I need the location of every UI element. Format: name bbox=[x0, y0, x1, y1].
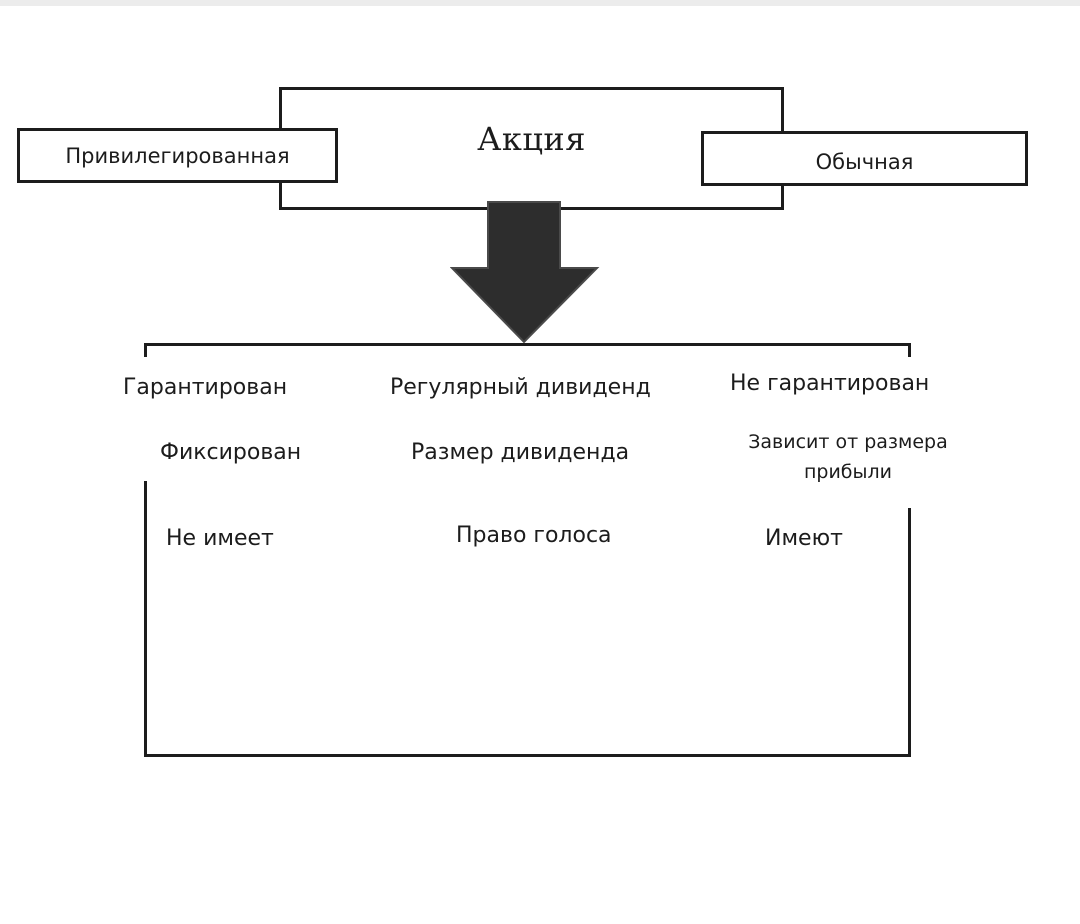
row2-common-value: Зависит от размера прибыли bbox=[738, 427, 958, 488]
row3-common-value: Имеют bbox=[765, 526, 843, 551]
common-share-label: Обычная bbox=[815, 149, 914, 174]
row2-feature-label: Размер дивиденда bbox=[411, 440, 630, 465]
row2-common-line2: прибыли bbox=[803, 461, 893, 484]
frame-right-line bbox=[908, 508, 911, 757]
row2-preferred-value: Фиксирован bbox=[160, 440, 302, 465]
row1-common-value: Не гарантирован bbox=[730, 371, 930, 396]
frame-left-line bbox=[144, 481, 147, 757]
preferred-share-label: Привилегированная bbox=[65, 143, 290, 168]
root-node-box: Акция bbox=[279, 87, 784, 210]
top-shade bbox=[0, 0, 1080, 6]
row1-preferred-value: Гарантирован bbox=[123, 375, 288, 400]
row3-feature-label: Право голоса bbox=[456, 523, 612, 548]
frame-left-tick bbox=[144, 343, 147, 357]
frame-bottom-line bbox=[144, 754, 911, 757]
row3-preferred-value: Не имеет bbox=[166, 526, 274, 551]
frame-right-tick bbox=[908, 343, 911, 357]
row2-common-line1: Зависит от размера bbox=[748, 431, 948, 453]
root-node-label: Акция bbox=[477, 120, 586, 158]
row1-feature-label: Регулярный дивиденд bbox=[390, 375, 651, 400]
common-share-box: Обычная bbox=[701, 131, 1028, 186]
frame-top-line bbox=[144, 343, 911, 346]
preferred-share-box: Привилегированная bbox=[17, 128, 338, 183]
down-arrow-icon bbox=[450, 201, 600, 344]
